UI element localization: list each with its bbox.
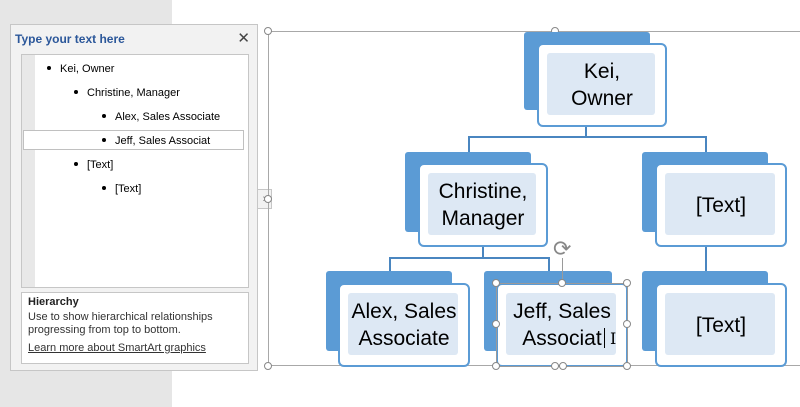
connector-line xyxy=(389,257,391,271)
node-alex[interactable]: Alex, Sales Associate xyxy=(338,283,470,367)
list-item-text: [Text] xyxy=(115,183,142,195)
connector-line xyxy=(585,126,587,137)
layout-name: Hierarchy xyxy=(28,296,79,308)
node-text: Christine, Manager xyxy=(438,180,528,230)
list-item-text: Christine, Manager xyxy=(87,87,180,99)
list-gutter xyxy=(22,55,35,287)
text-entry-list[interactable]: Kei, Owner Christine, Manager Alex, Sale… xyxy=(21,54,249,288)
node-manager[interactable]: Christine, Manager xyxy=(418,163,548,247)
layout-description-text: Use to show hierarchical relationships p… xyxy=(28,311,213,336)
list-item-text: Jeff, Sales Associat xyxy=(115,135,211,147)
bullet-icon xyxy=(102,114,106,119)
node-text: Alex, Sales Associate xyxy=(351,300,457,350)
node-text: [Text] xyxy=(695,193,747,217)
node-text-bottom-right[interactable]: [Text] xyxy=(655,283,787,367)
node-fill xyxy=(428,173,536,235)
list-item[interactable]: Alex, Sales Associate xyxy=(102,107,220,127)
connector-line xyxy=(468,136,470,152)
node-text: [Text] xyxy=(695,313,747,337)
bullet-icon xyxy=(102,138,106,143)
resize-handle[interactable] xyxy=(623,279,631,287)
learn-more-link[interactable]: Learn more about SmartArt graphics xyxy=(28,342,206,354)
resize-handle[interactable] xyxy=(551,362,559,370)
rotate-handle-stem xyxy=(562,258,563,280)
node-text: Jeff, Sales Associat xyxy=(513,300,611,350)
resize-handle[interactable] xyxy=(492,320,500,328)
connector-line xyxy=(482,246,484,258)
connector-line xyxy=(705,136,707,152)
pane-title: Type your text here xyxy=(15,32,125,46)
connector-line xyxy=(468,136,706,138)
node-owner[interactable]: Kei, Owner xyxy=(537,43,667,127)
bullet-icon xyxy=(102,186,106,191)
smartart-text-pane: Type your text here ✕ Kei, Owner Christi… xyxy=(10,24,258,371)
resize-handle[interactable] xyxy=(264,195,272,203)
list-item-text: Alex, Sales Associate xyxy=(115,111,221,123)
connector-line xyxy=(389,257,549,259)
resize-handle[interactable] xyxy=(264,362,272,370)
resize-handle[interactable] xyxy=(264,27,272,35)
list-item-text: Kei, Owner xyxy=(60,63,115,75)
rotate-handle-icon[interactable]: ⟳ xyxy=(553,236,572,261)
node-fill xyxy=(348,293,458,355)
list-item[interactable]: [Text] xyxy=(74,155,113,175)
text-cursor-icon: I xyxy=(610,329,617,348)
layout-description: Hierarchy Use to show hierarchical relat… xyxy=(21,292,249,364)
connector-line xyxy=(548,257,550,271)
node-fill xyxy=(665,173,775,235)
resize-handle[interactable] xyxy=(492,279,500,287)
resize-handle[interactable] xyxy=(559,362,567,370)
bullet-icon xyxy=(74,90,78,95)
list-item[interactable]: Christine, Manager xyxy=(74,83,180,103)
list-item[interactable]: [Text] xyxy=(102,179,141,199)
resize-handle[interactable] xyxy=(558,279,566,287)
text-caret xyxy=(604,328,605,348)
node-jeff[interactable]: Jeff, Sales Associat xyxy=(496,283,628,367)
list-item-text: [Text] xyxy=(87,159,114,171)
node-fill xyxy=(547,53,655,115)
node-fill xyxy=(506,293,616,355)
connector-line xyxy=(705,246,707,271)
list-item[interactable]: Kei, Owner xyxy=(47,59,114,79)
node-text: Kei, Owner xyxy=(571,60,633,110)
node-text-right[interactable]: [Text] xyxy=(655,163,787,247)
node-fill xyxy=(665,293,775,355)
close-icon[interactable]: ✕ xyxy=(237,30,250,47)
bullet-icon xyxy=(47,66,51,71)
resize-handle[interactable] xyxy=(623,320,631,328)
resize-handle[interactable] xyxy=(623,362,631,370)
list-item-selected[interactable]: Jeff, Sales Associat xyxy=(23,130,244,150)
bullet-icon xyxy=(74,162,78,167)
resize-handle[interactable] xyxy=(492,362,500,370)
